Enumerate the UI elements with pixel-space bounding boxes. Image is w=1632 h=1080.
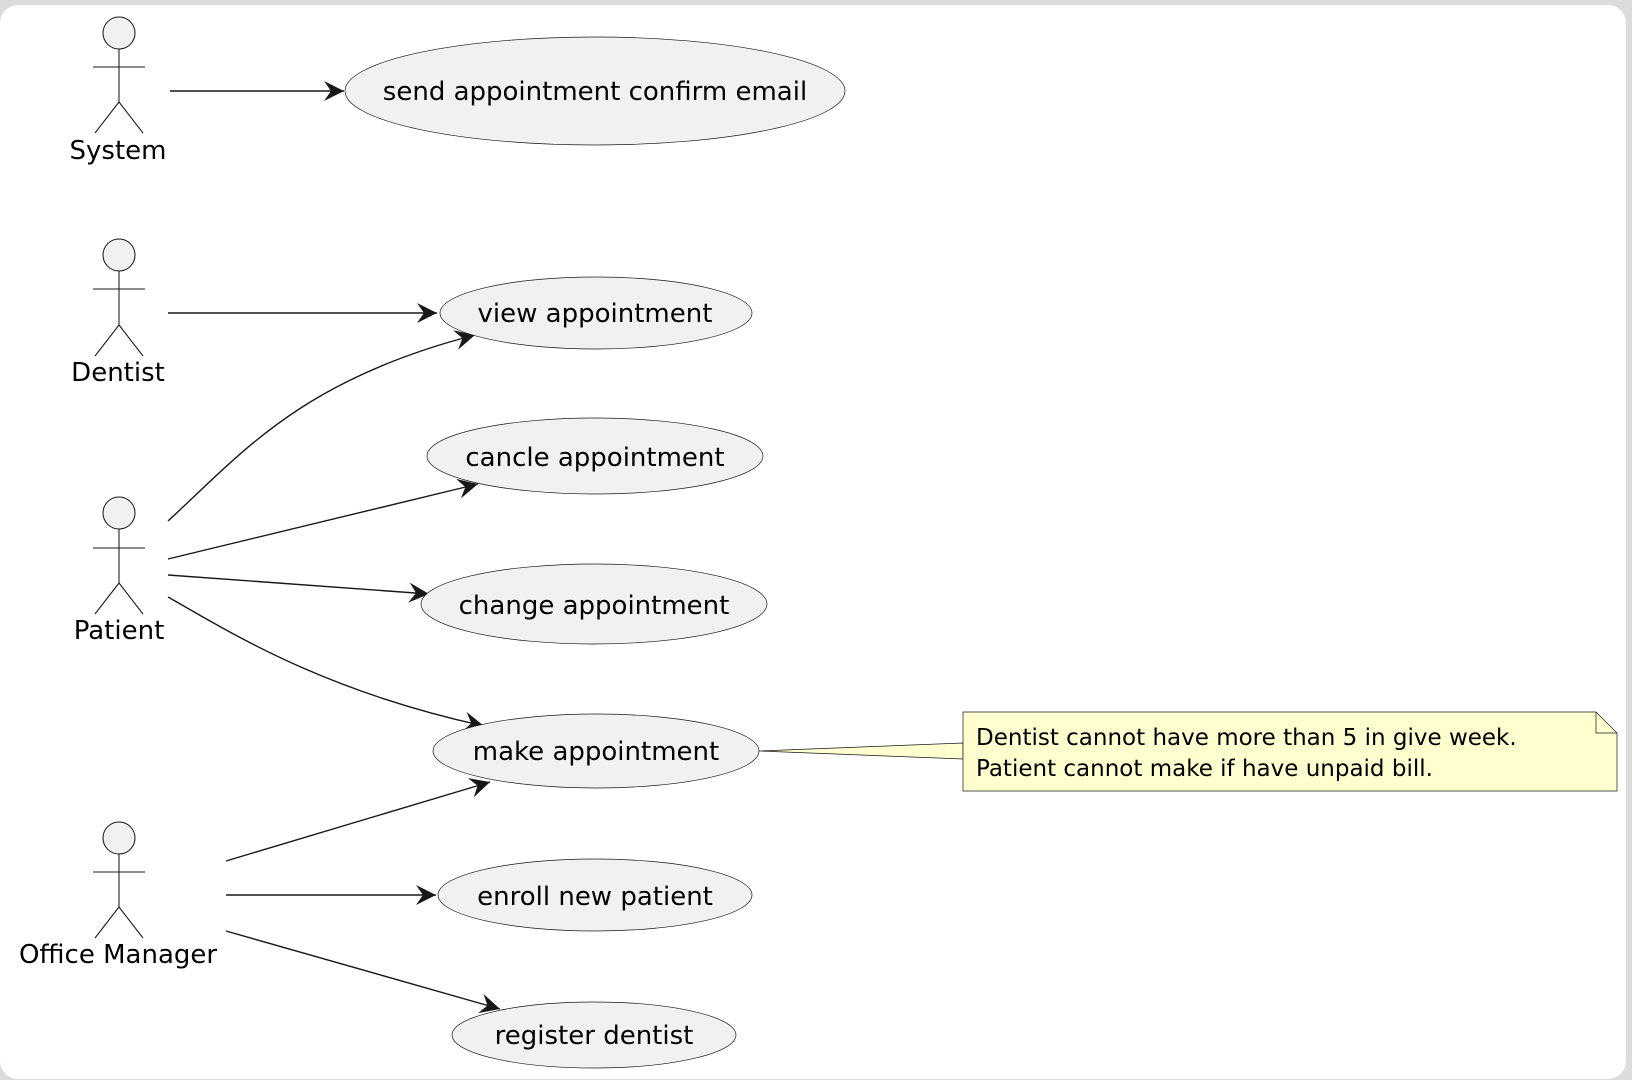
actor-dentist[interactable]: Dentist [71,238,165,388]
association-patient-view [167,330,476,522]
actor-label: System [70,136,167,166]
use-case-oval [437,858,753,932]
actor-stick-figure-icon [93,238,145,357]
use-case-view-appointment[interactable]: view appointment [439,276,753,350]
use-case-label: register dentist [495,1021,694,1051]
use-case-oval [439,276,753,350]
actor-stick-figure-icon [93,496,145,615]
associations [167,81,501,1014]
actor-stick-figure-icon [93,16,145,134]
association-patient-make [167,596,485,732]
use-case-label: change appointment [459,591,730,621]
use-case-change-appointment[interactable]: change appointment [420,563,768,645]
actor-label: Dentist [71,358,165,388]
use-case-send-appointment-confirm-email[interactable]: send appointment confirm email [344,36,846,146]
association-office-manager-register [225,930,501,1014]
actor-label: Patient [74,616,165,646]
note: Dentist cannot have more than 5 in give … [758,711,1618,792]
use-case-oval [426,417,764,495]
actor-label: Office Manager [19,940,217,970]
use-case-enroll-new-patient[interactable]: enroll new patient [437,858,753,932]
note-line-1: Dentist cannot have more than 5 in give … [976,725,1517,751]
use-case-cancle-appointment[interactable]: cancle appointment [426,417,764,495]
use-case-register-dentist[interactable]: register dentist [451,1001,737,1069]
use-case-oval [451,1001,737,1069]
actor-stick-figure-icon [93,821,145,939]
use-case-label: view appointment [478,299,713,329]
diagram-background [0,5,1626,1079]
note-body [962,711,1618,792]
association-patient-change [167,574,430,603]
use-case-make-appointment[interactable]: make appointment [432,713,760,789]
association-office-manager-make [225,778,491,862]
actor-office-manager[interactable]: Office Manager [19,821,217,970]
use-case-oval [344,36,846,146]
note-line-2: Patient cannot make if have unpaid bill. [976,756,1433,782]
actor-system[interactable]: System [70,16,167,166]
note-folded-corner [1595,712,1617,734]
use-case-label: enroll new patient [477,882,713,912]
use-case-oval [420,563,768,645]
use-case-label: make appointment [473,737,719,767]
association-patient-cancel [167,478,479,560]
actor-patient[interactable]: Patient [74,496,165,646]
use-case-label: cancle appointment [465,443,724,473]
use-case-label: send appointment confirm email [383,77,807,107]
